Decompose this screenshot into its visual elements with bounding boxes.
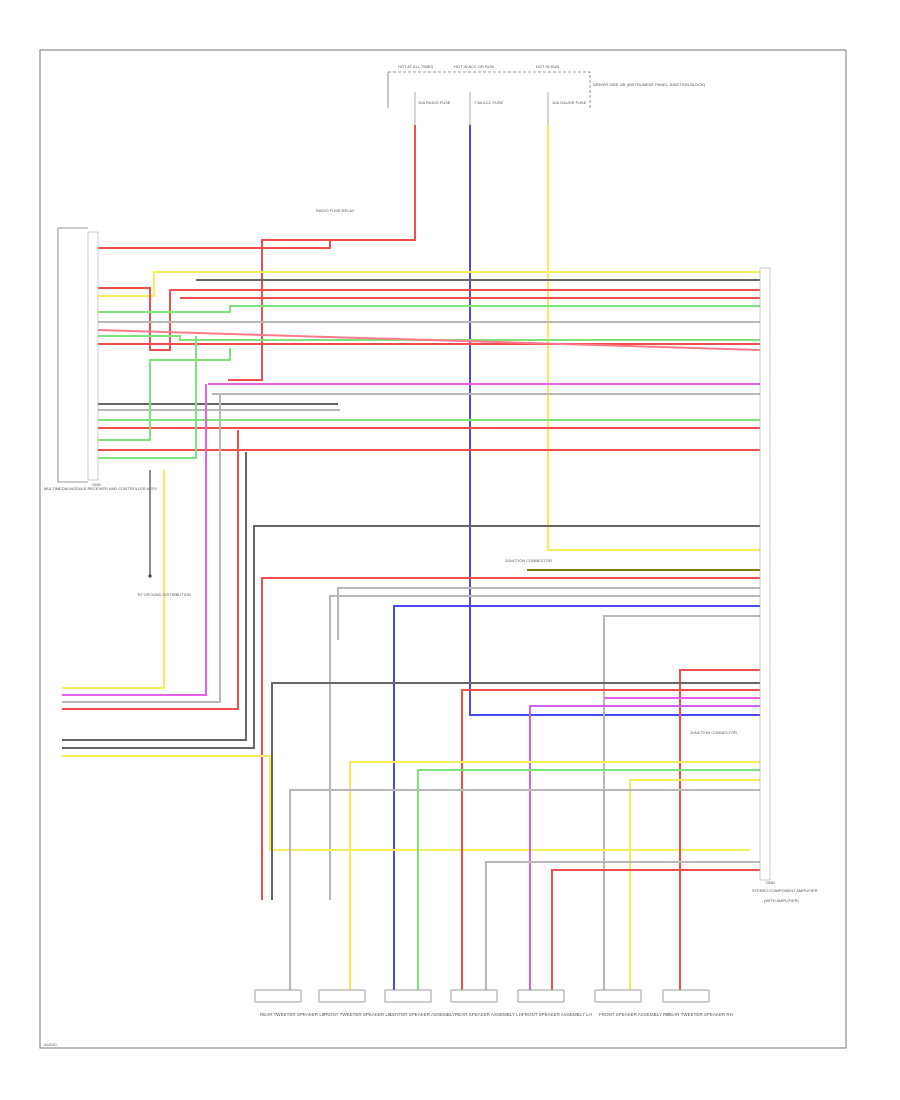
left-module: MULTIMEDIA MODULE RECEIVER AND CONTROLLE… [44,227,191,597]
speaker-label: REAR TWEETER SPEAKER RH [667,1012,733,1017]
fuse-note: DRIVER SIDE J/B (INSTRUMENT PANEL JUNCTI… [593,82,706,87]
svg-text:HOT IN RUN: HOT IN RUN [536,64,559,69]
left-module-label: MULTIMEDIA MODULE RECEIVER AND CONTROLLE… [44,486,158,491]
svg-text:7.5A ACC FUSE: 7.5A ACC FUSE [474,100,503,105]
speaker-6: FRONT SPEAKER ASSEMBLY RH [594,989,670,1017]
svg-text:HOT IN ACC OR RUN: HOT IN ACC OR RUN [454,64,494,69]
junction-label-1: JUNCTION CONNECTOR [505,558,552,563]
page-label: AUDIO [44,1042,57,1047]
connector-labels: RADIO FUSE RELAY JUNCTION CONNECTOR JUNC… [316,208,737,735]
right-module: STEREO COMPONENT AMPLIFIER (WITH AMPLIFI… [752,267,818,903]
diagram-frame [39,49,847,1049]
speaker-5: FRONT SPEAKER ASSEMBLY LH [517,989,592,1017]
right-module-ground: GND [766,880,775,885]
speaker-2: FRONT TWEETER SPEAKER LH [318,989,391,1017]
right-module-label: STEREO COMPONENT AMPLIFIER [752,888,818,893]
junction-label-2: JUNCTION CONNECTOR [690,730,737,735]
fuse-blocks: HOT AT ALL TIMES 10A RADIO FUSE HOT IN A… [387,64,706,125]
ground-label: TO GROUND DISTRIBUTION [137,592,191,597]
fuse-block-3: HOT IN RUN 10A GAUGE FUSE [536,64,587,125]
speaker-3: CENTER SPEAKER ASSEMBLY [384,989,455,1017]
speaker-label: REAR SPEAKER ASSEMBLY LH [455,1012,522,1017]
speaker-label: FRONT SPEAKER ASSEMBLY LH [522,1012,592,1017]
speaker-label: CENTER SPEAKER ASSEMBLY [389,1012,455,1017]
speaker-4: REAR SPEAKER ASSEMBLY LH [450,989,522,1017]
svg-text:HOT AT ALL TIMES: HOT AT ALL TIMES [398,64,433,69]
wires [62,125,761,990]
fuse-block-1: HOT AT ALL TIMES 10A RADIO FUSE [398,64,451,125]
speaker-label: REAR TWEETER SPEAKER LH [260,1012,325,1017]
speakers: REAR TWEETER SPEAKER LH FRONT TWEETER SP… [254,989,733,1017]
speaker-1: REAR TWEETER SPEAKER LH [254,989,325,1017]
svg-text:10A GAUGE FUSE: 10A GAUGE FUSE [552,100,587,105]
speaker-7: REAR TWEETER SPEAKER RH [662,989,733,1017]
fuse-block-2: HOT IN ACC OR RUN 7.5A ACC FUSE [454,64,503,125]
speaker-label: FRONT SPEAKER ASSEMBLY RH [599,1012,670,1017]
svg-text:10A RADIO FUSE: 10A RADIO FUSE [418,100,451,105]
left-module-ground: GND [92,482,101,487]
speaker-label: FRONT TWEETER SPEAKER LH [323,1012,391,1017]
radio-fuse-relay-label: RADIO FUSE RELAY [316,208,355,213]
right-module-sub: (WITH AMPLIFIER) [764,898,800,903]
